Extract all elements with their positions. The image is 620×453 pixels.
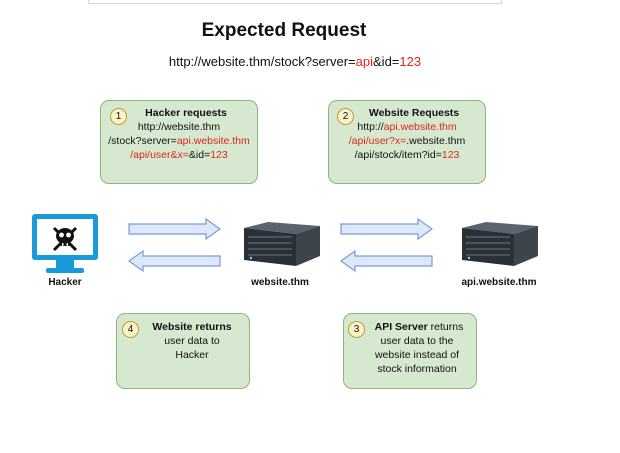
api-server-icon <box>462 222 538 266</box>
step-1-line-2-path: /stock?server= <box>108 135 177 147</box>
step-1-number: 1 <box>110 108 127 125</box>
step-2-line-2-injected: /api/user?x= <box>348 135 407 147</box>
step-3-box: 3 API Server returns user data to the we… <box>343 313 477 389</box>
arrow-api-to-website <box>339 249 433 273</box>
step-2-heading: Website Requests <box>368 107 460 119</box>
step-3-line-1: API Server returns <box>344 320 476 334</box>
step-2-line-3: /api/stock/item?id=123 <box>329 148 485 162</box>
url-part-1: http://website.thm/stock?server= <box>168 54 356 69</box>
step-4-line-3: Hacker <box>175 349 209 361</box>
step-3-heading: API Server <box>374 321 428 333</box>
website-label: website.thm <box>251 277 309 288</box>
step-3-line-2: user data to the <box>380 335 454 347</box>
expected-url: http://website.thm/stock?server=api&id=1… <box>0 54 590 69</box>
step-2-line-1: http://api.website.thm <box>329 120 485 134</box>
skull-crossbones-icon <box>52 226 78 252</box>
step-1-line-3-injected: /api/user&x= <box>130 149 189 161</box>
arrow-website-to-hacker <box>127 249 221 273</box>
top-frame-edge <box>88 0 502 4</box>
step-2-line-1-host: api.website.thm <box>383 121 457 133</box>
hacker-monitor-icon <box>32 214 98 273</box>
url-server-value: api <box>355 54 374 69</box>
step-2-line-1-scheme: http:// <box>357 121 384 133</box>
website-server-icon <box>244 222 320 266</box>
step-1-heading: Hacker requests <box>145 107 227 119</box>
step-2-line-3-id: 123 <box>441 149 460 161</box>
step-2-number: 2 <box>337 108 354 125</box>
step-3-number: 3 <box>348 321 365 338</box>
step-3-line-4: stock information <box>377 363 457 375</box>
step-1-line-2-host: api.website.thm <box>176 135 250 147</box>
step-2-line-2: /api/user?x=.website.thm <box>329 134 485 148</box>
url-part-2: &id= <box>373 54 400 69</box>
step-3-line-1-rest: returns <box>427 321 464 333</box>
step-1-box: 1 Hacker requests http://website.thm /st… <box>100 100 258 184</box>
arrow-hacker-to-website <box>128 217 222 241</box>
arrow-website-to-api <box>340 217 434 241</box>
url-id-value: 123 <box>399 54 422 69</box>
api-label: api.website.thm <box>461 277 537 288</box>
step-4-box: 4 Website returns user data to Hacker <box>116 313 250 389</box>
hacker-label: Hacker <box>48 277 82 288</box>
diagram-title: Expected Request <box>201 20 367 41</box>
step-4-heading: Website returns <box>152 321 232 333</box>
step-1-line-3-id: 123 <box>210 149 228 161</box>
step-4-line-2: user data to <box>164 335 220 347</box>
step-1-line-1: http://website.thm <box>137 121 221 133</box>
step-2-line-3-path: /api/stock/item?id= <box>354 149 442 161</box>
step-2-line-2-domain: .website.thm <box>406 135 466 147</box>
step-1-line-2: /stock?server=api.website.thm <box>101 134 257 148</box>
step-1-line-3: /api/user&x=&id=123 <box>101 148 257 162</box>
step-1-line-3-param: &id= <box>188 149 211 161</box>
step-4-number: 4 <box>122 321 139 338</box>
step-2-box: 2 Website Requests http://api.website.th… <box>328 100 486 184</box>
step-3-line-3: website instead of <box>374 349 460 361</box>
